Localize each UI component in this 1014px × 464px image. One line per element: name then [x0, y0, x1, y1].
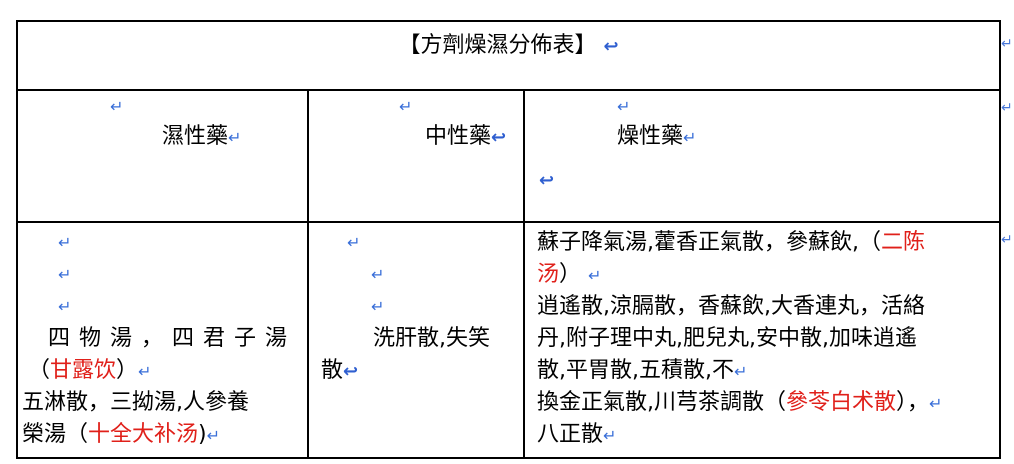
body-cell-wet: ↵ ↵ ↵ 四物湯，四君子湯 （甘露饮）↵ 五淋散，三拗湯,人參養 榮湯（十全大…: [16, 221, 309, 459]
paragraph-mark-icon: ↩: [603, 36, 619, 57]
paragraph-mark-icon: ↵: [733, 362, 748, 381]
wet-line-4: 榮湯（十全大补汤)↵: [22, 422, 221, 447]
header-neutral: 中性藥↩: [425, 124, 507, 149]
paragraph-mark-icon: ↵: [399, 97, 413, 116]
paragraph-mark-icon: ↵: [683, 128, 697, 147]
body-cell-neutral: ↵ ↵ ↵ 洗肝散,失笑 散↩: [307, 221, 525, 459]
neutral-line-1: 洗肝散,失笑: [373, 326, 490, 351]
table-title: 【方劑燥濕分佈表】: [398, 33, 597, 58]
paragraph-mark-icon: ↵: [588, 266, 602, 285]
paragraph-mark-icon: ↵: [110, 97, 124, 116]
paragraph-mark-icon: ↵: [603, 426, 617, 445]
paragraph-mark-icon: ↩: [491, 127, 507, 148]
title-cell: 【方劑燥濕分佈表】 ↩: [15, 20, 1002, 91]
title-row: 【方劑燥濕分佈表】 ↩: [15, 20, 1002, 91]
neutral-line-2: 散↩: [321, 358, 359, 383]
paragraph-mark-icon: ↵: [929, 394, 943, 413]
paragraph-mark-icon: ↵: [206, 426, 221, 445]
wet-line-1: 四物湯，四君子湯: [48, 326, 297, 351]
header-cell-wet: ↵ 濕性藥↵: [16, 89, 309, 223]
dry-line-6: 換金正氣散,川芎茶調散（參苓白术散），↵: [537, 390, 943, 415]
paragraph-mark-icon: ↵: [58, 233, 72, 252]
end-of-row-mark-icon: ↵: [1001, 232, 1013, 248]
paragraph-mark-icon: ↵: [58, 265, 72, 284]
formula-table: 【方劑燥濕分佈表】 ↩ ↵ 濕性藥↵ ↵ 中性藥↩ ↵ 燥性藥↵ ↩ ↵: [15, 20, 1002, 459]
paragraph-mark-icon: ↵: [347, 233, 361, 252]
paragraph-mark-icon: ↵: [617, 97, 631, 116]
end-of-row-mark-icon: ↵: [1001, 100, 1013, 116]
header-dry: 燥性藥↵: [617, 124, 697, 149]
end-of-row-mark-icon: ↵: [1001, 36, 1013, 52]
wet-line-3: 五淋散，三拗湯,人參養: [22, 390, 249, 415]
body-cell-dry: 蘇子降氣湯,藿香正氣散，參蘇飲,（二陈 汤） ↵ 逍遙散,涼膈散，香蘇飲,大香連…: [522, 221, 1002, 459]
paragraph-mark-icon: ↵: [371, 297, 385, 316]
dry-line-4: 丹,附子理中丸,肥兒丸,安中散,加味逍遙: [537, 326, 917, 351]
paragraph-mark-icon: ↵: [58, 297, 72, 316]
dry-line-2: 汤） ↵: [537, 262, 602, 287]
paragraph-mark-icon: ↵: [228, 128, 242, 147]
dry-line-7: 八正散↵: [537, 422, 617, 447]
paragraph-mark-icon: ↵: [138, 362, 152, 381]
paragraph-mark-icon: ↵: [371, 265, 385, 284]
header-cell-dry: ↵ 燥性藥↵ ↩: [522, 89, 1002, 223]
paragraph-mark-icon: ↩: [343, 361, 359, 382]
body-row: ↵ ↵ ↵ 四物湯，四君子湯 （甘露饮）↵ 五淋散，三拗湯,人參養 榮湯（十全大…: [16, 221, 1002, 459]
dry-line-5: 散,平胃散,五積散,不↵: [537, 358, 748, 383]
paragraph-mark-icon: ↩: [539, 170, 555, 191]
header-row: ↵ 濕性藥↵ ↵ 中性藥↩ ↵ 燥性藥↵ ↩: [16, 89, 1002, 223]
header-wet: 濕性藥↵: [162, 124, 242, 149]
dry-line-1: 蘇子降氣湯,藿香正氣散，參蘇飲,（二陈: [537, 230, 926, 255]
wet-line-2: （甘露饮）↵: [28, 358, 152, 383]
header-cell-neutral: ↵ 中性藥↩: [307, 89, 525, 223]
dry-line-3: 逍遙散,涼膈散，香蘇飲,大香連丸，活絡: [537, 294, 925, 319]
